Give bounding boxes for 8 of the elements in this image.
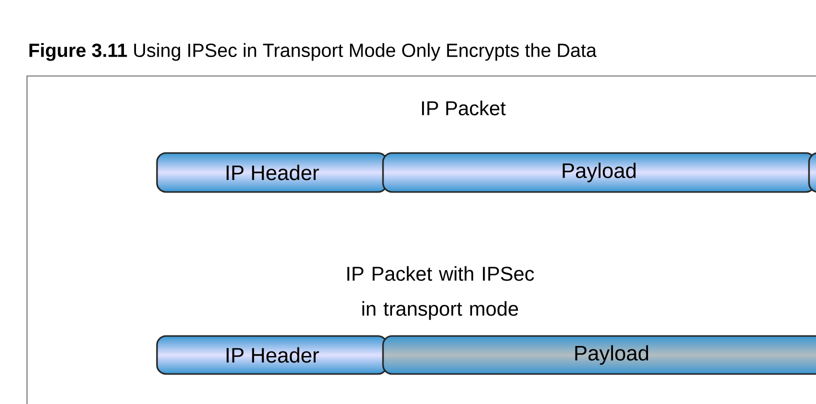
- packet-segment: Payload: [382, 152, 816, 193]
- bar-segment: [808, 152, 816, 193]
- packet-segment: IP Header: [156, 152, 388, 193]
- figure-title: Figure 3.11 Using IPSec in Transport Mode Only Encrypts the Data: [29, 43, 597, 61]
- packet-segment: IP Header: [156, 335, 388, 375]
- packet-caption: IP Packet with IPSec in transport mode: [347, 266, 534, 320]
- packet-caption: IP Packet: [422, 100, 506, 116]
- packet-segment: Payload: [382, 335, 816, 375]
